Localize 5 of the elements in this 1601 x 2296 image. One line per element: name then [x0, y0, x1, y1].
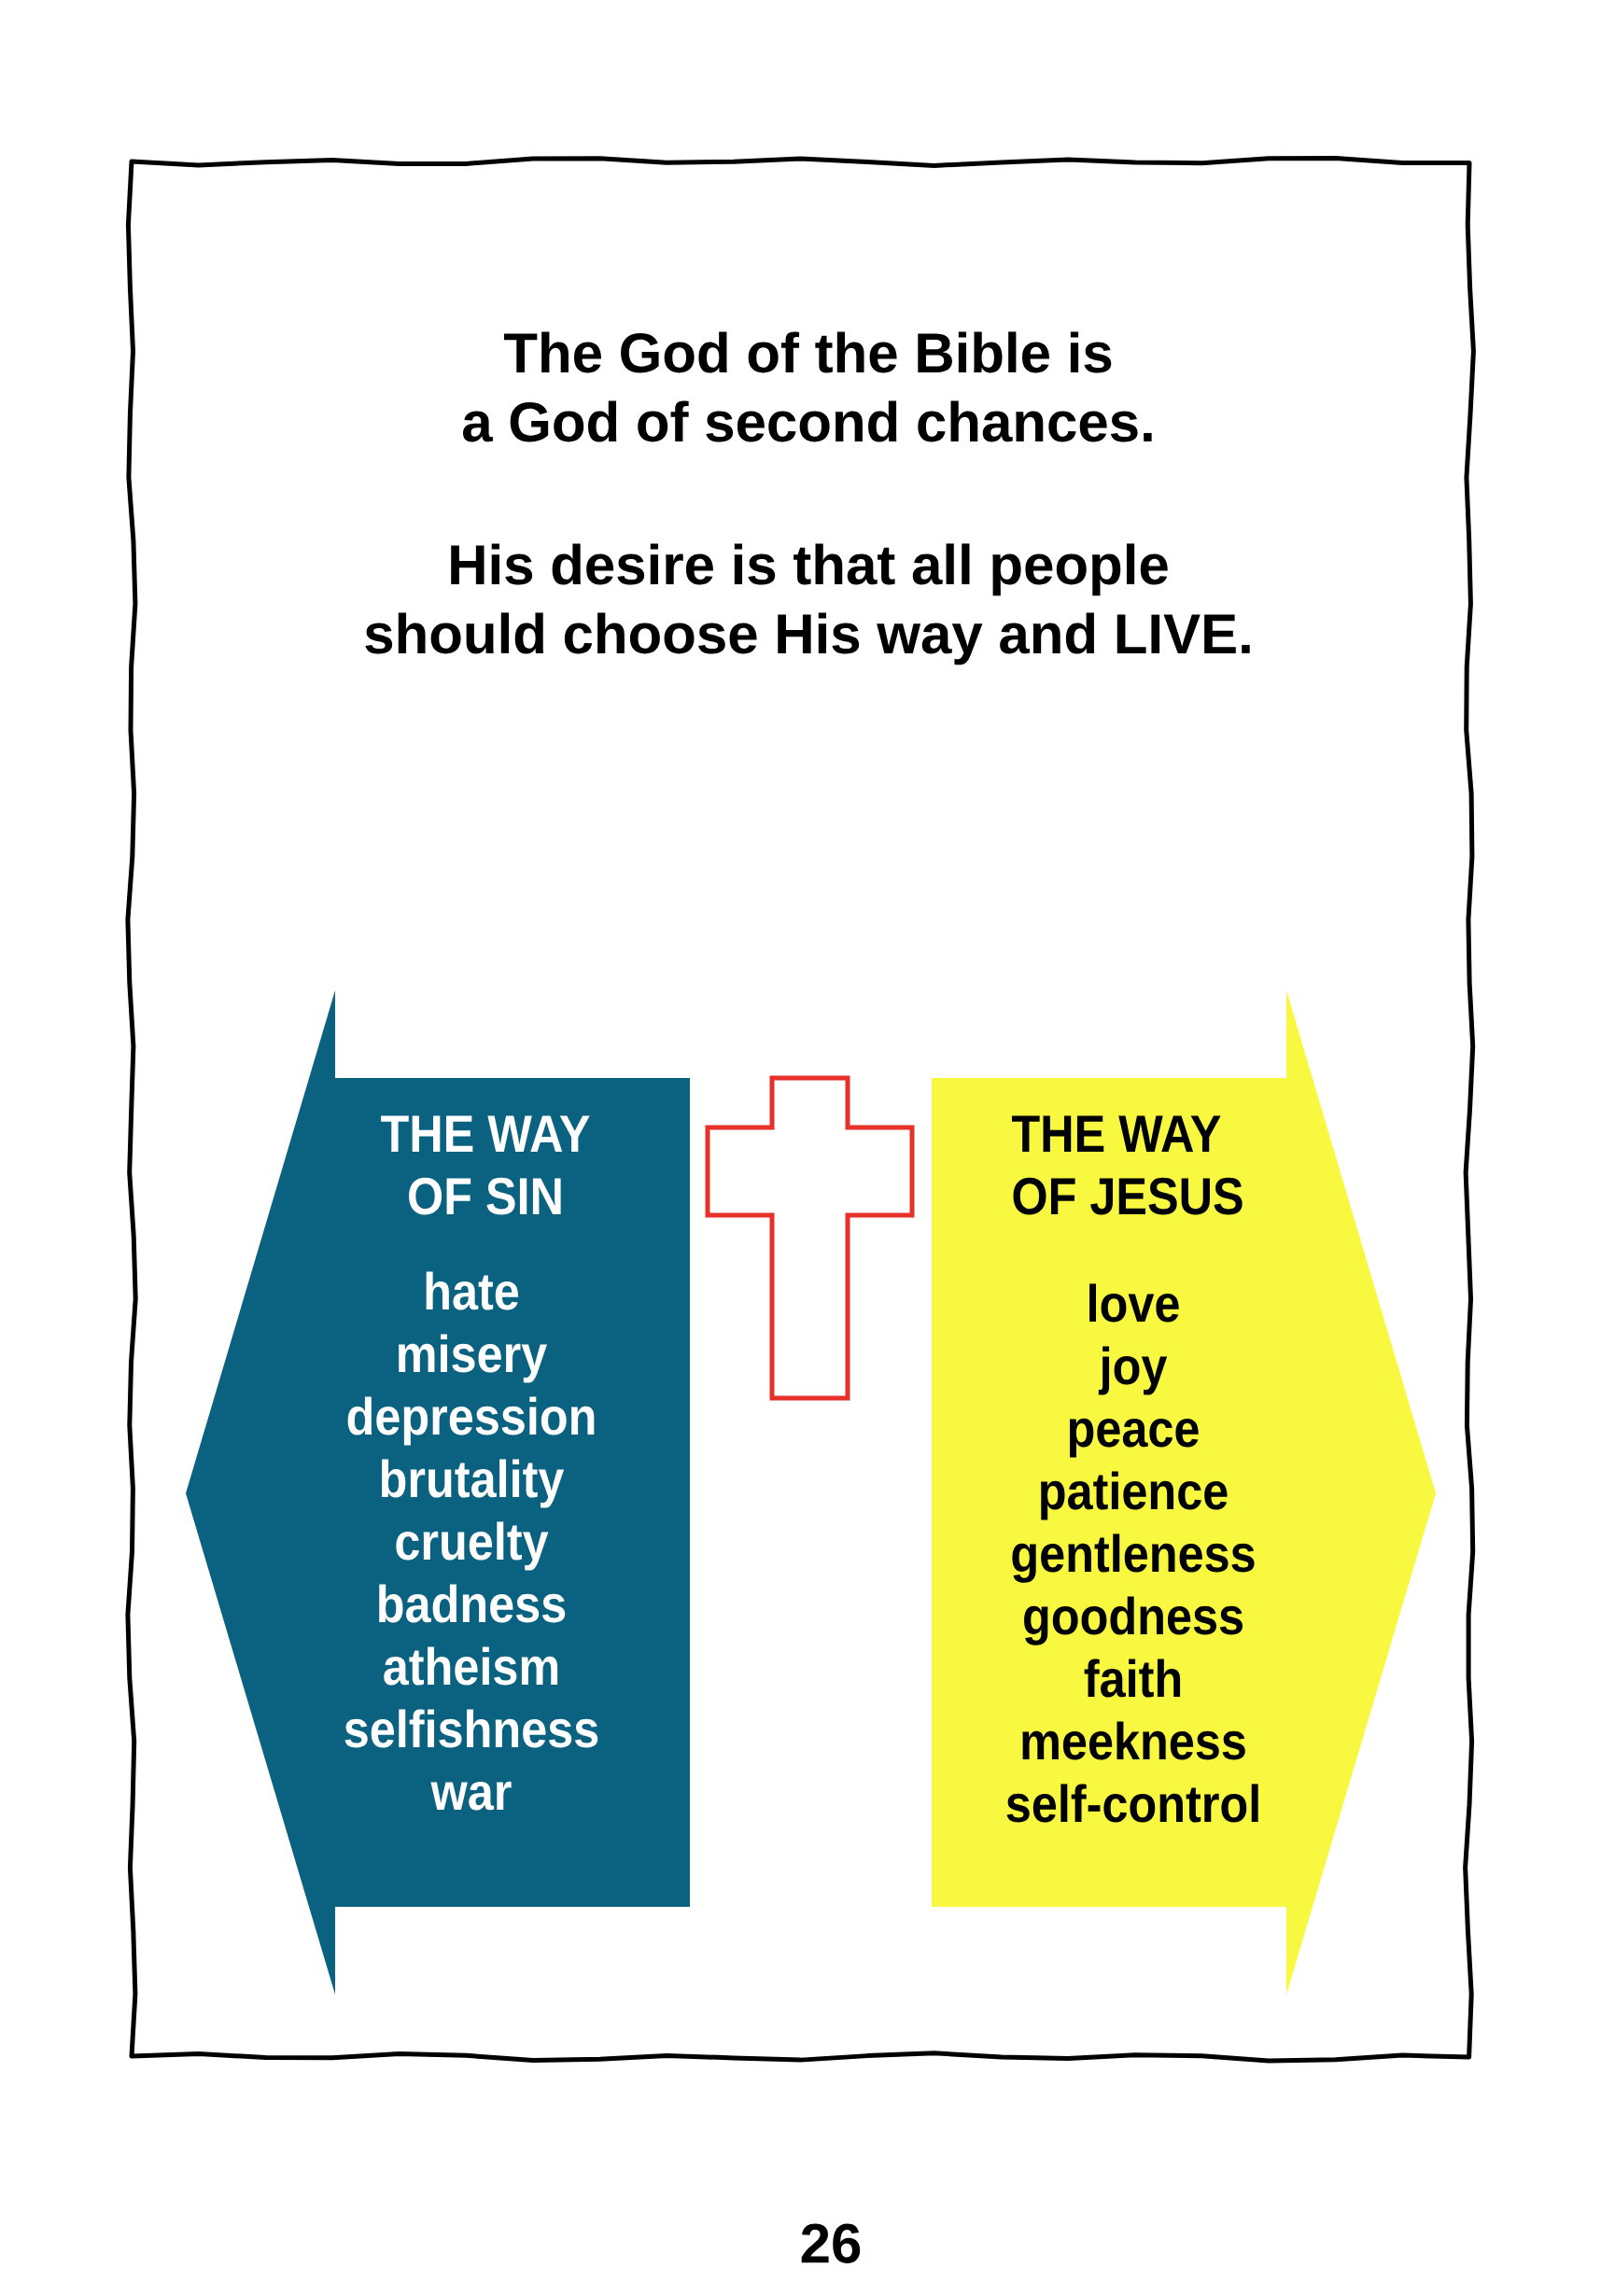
arrow-panel: THE WAY OF JESUS love joy peace patience gentleness goodness faith meekness self-control — [932, 990, 1436, 1995]
intro-text: His desire is that all people should choose His way and LIVE. — [365, 543, 1250, 665]
arrow-panel: THE WAY OF SIN hate misery depression brutality cruelty badness atheism selfishness war — [186, 990, 690, 1995]
page-number: 26 — [801, 2223, 861, 2263]
intro-text: The God of the Bible is a God of second chances. — [463, 331, 1152, 442]
